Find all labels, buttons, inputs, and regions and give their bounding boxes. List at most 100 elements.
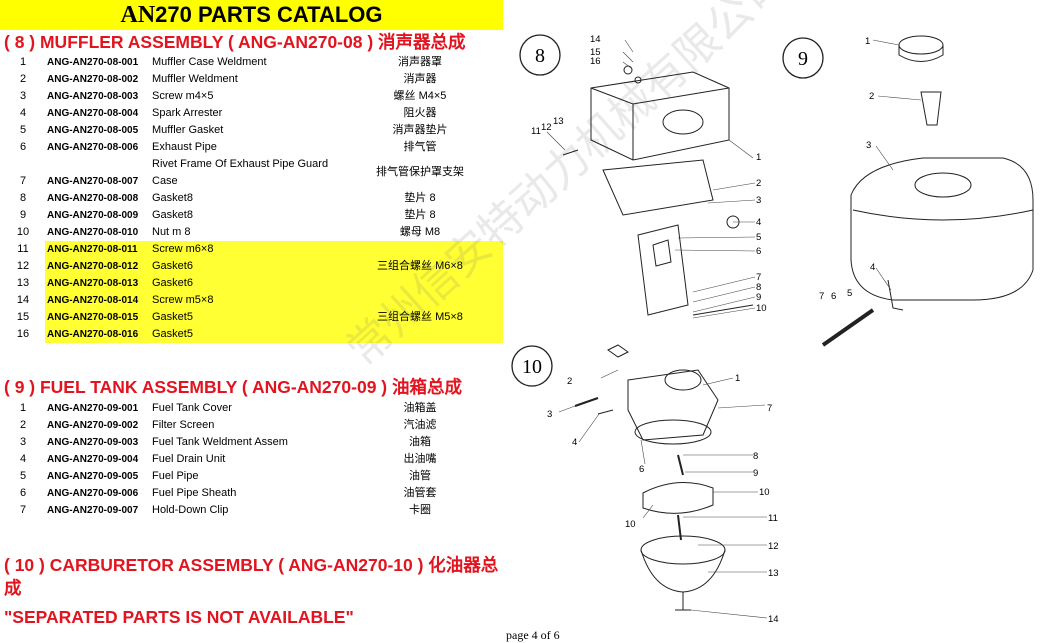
drain-unit: [887, 279, 904, 311]
part-name: Screw m4×5: [152, 90, 214, 102]
screw-top: [623, 65, 633, 75]
callout-9-4: 4: [870, 262, 875, 273]
part-index: 12: [16, 260, 30, 272]
row-highlight: [45, 292, 503, 309]
part-name: Gasket6: [152, 277, 193, 289]
part-name-cn: 阻火器: [403, 107, 437, 119]
callout-8-6: 6: [756, 246, 761, 257]
part-index: 6: [19, 487, 27, 499]
callout-9-6: 6: [831, 291, 836, 302]
part-code: ANG-AN270-08-015: [47, 312, 139, 323]
part-code: ANG-AN270-09-003: [47, 437, 139, 448]
part-name-cn: 垫片 8: [404, 192, 436, 204]
carb-body: [627, 369, 719, 441]
part-name: Gasket6: [152, 260, 193, 272]
callout-8-16: 16: [590, 56, 601, 67]
part-index: 13: [16, 277, 30, 289]
part-name-cn: 油管: [409, 470, 431, 482]
callout-10-1: 1: [735, 373, 740, 384]
callout-8-10: 10: [756, 303, 767, 314]
part-index: 2: [19, 419, 27, 431]
callout-8-5: 5: [756, 232, 761, 243]
carb-throat: [664, 369, 702, 391]
part-code: ANG-AN270-08-007: [47, 176, 139, 187]
part-code: ANG-AN270-08-009: [47, 210, 139, 221]
part-name: Muffler Gasket: [152, 124, 224, 136]
part-index: 5: [19, 124, 27, 136]
muffler-case-edges: [590, 87, 730, 160]
brand-mark: AN: [120, 2, 156, 28]
part-index: 7: [19, 504, 27, 516]
part-name-cn: 排气管保护罩支架: [376, 166, 464, 178]
fuel-tank-diagram: 9 1 2 3 4 7 6 5: [782, 35, 1034, 347]
carb-gasket: [634, 419, 712, 445]
row-highlight: [45, 241, 503, 258]
catalog-title-text: 270 PARTS CATALOG: [155, 2, 383, 27]
diagram-badge-8: [519, 34, 561, 76]
part-row: 12 ANG-AN270-08-012 Gasket6 三组合螺丝 M6×8: [0, 258, 503, 275]
tank-cap-side: [898, 45, 944, 62]
part-name: Hold-Down Clip: [152, 504, 229, 516]
part-index: 1: [19, 402, 27, 414]
part-code: ANG-AN270-08-005: [47, 125, 139, 136]
float: [642, 482, 714, 514]
page-number: page 4 of 6: [506, 628, 560, 642]
part-code: ANG-AN270-09-006: [47, 488, 139, 499]
screw-left: [562, 149, 579, 156]
part-name: Gasket5: [152, 328, 193, 340]
callout-8-9: 9: [756, 292, 761, 303]
part-index: 5: [19, 470, 27, 482]
callout-10-8: 8: [753, 451, 758, 462]
part-index: 7: [19, 175, 27, 187]
part-index: 2: [19, 73, 27, 85]
part-name-cn: 三组合螺丝 M6×8: [377, 260, 463, 272]
part-name-cn: 排气管: [403, 141, 437, 153]
part-index: 6: [19, 141, 27, 153]
badge-label-9: 9: [798, 48, 808, 70]
callout-10-9: 9: [753, 468, 758, 479]
callout-8-2: 2: [756, 178, 761, 189]
part-name: Filter Screen: [152, 419, 215, 431]
carb-jet: [677, 454, 684, 476]
tank-body: [850, 157, 1034, 301]
diagram-badge-9: [782, 37, 824, 79]
part-index: 9: [19, 209, 27, 221]
part-name-line2: Case: [152, 175, 178, 187]
callout-9-7: 7: [819, 291, 824, 302]
part-code: ANG-AN270-08-012: [47, 261, 139, 272]
part-name: Exhaust Pipe: [152, 141, 217, 153]
callout-8-3: 3: [756, 195, 761, 206]
part-name-cn: 螺母 M8: [399, 226, 441, 238]
part-name-cn: 油管套: [403, 487, 437, 499]
part-code: ANG-AN270-08-001: [47, 57, 139, 68]
part-code: ANG-AN270-09-007: [47, 505, 139, 516]
callout-8-1: 1: [756, 152, 761, 163]
tank-seam: [852, 209, 1034, 221]
fuel-pipe: [821, 308, 875, 347]
exploded-diagrams: 8 1 4 1 5 16: [511, 34, 1034, 625]
part-index: 3: [19, 90, 27, 102]
part-index: 4: [19, 107, 27, 119]
part-name-cn: 汽油滤: [403, 419, 437, 431]
part-index: 16: [16, 328, 30, 340]
part-name: Fuel Drain Unit: [152, 453, 226, 465]
callout-10-2: 2: [567, 376, 572, 387]
callout-8-12: 12: [541, 122, 552, 133]
part-name-cn: 出油嘴: [403, 453, 437, 465]
part-name-cn: 消声器: [403, 73, 437, 85]
callout-10-6: 6: [639, 464, 644, 475]
callout-10-13: 13: [768, 568, 779, 579]
callout-9-2: 2: [869, 91, 874, 102]
